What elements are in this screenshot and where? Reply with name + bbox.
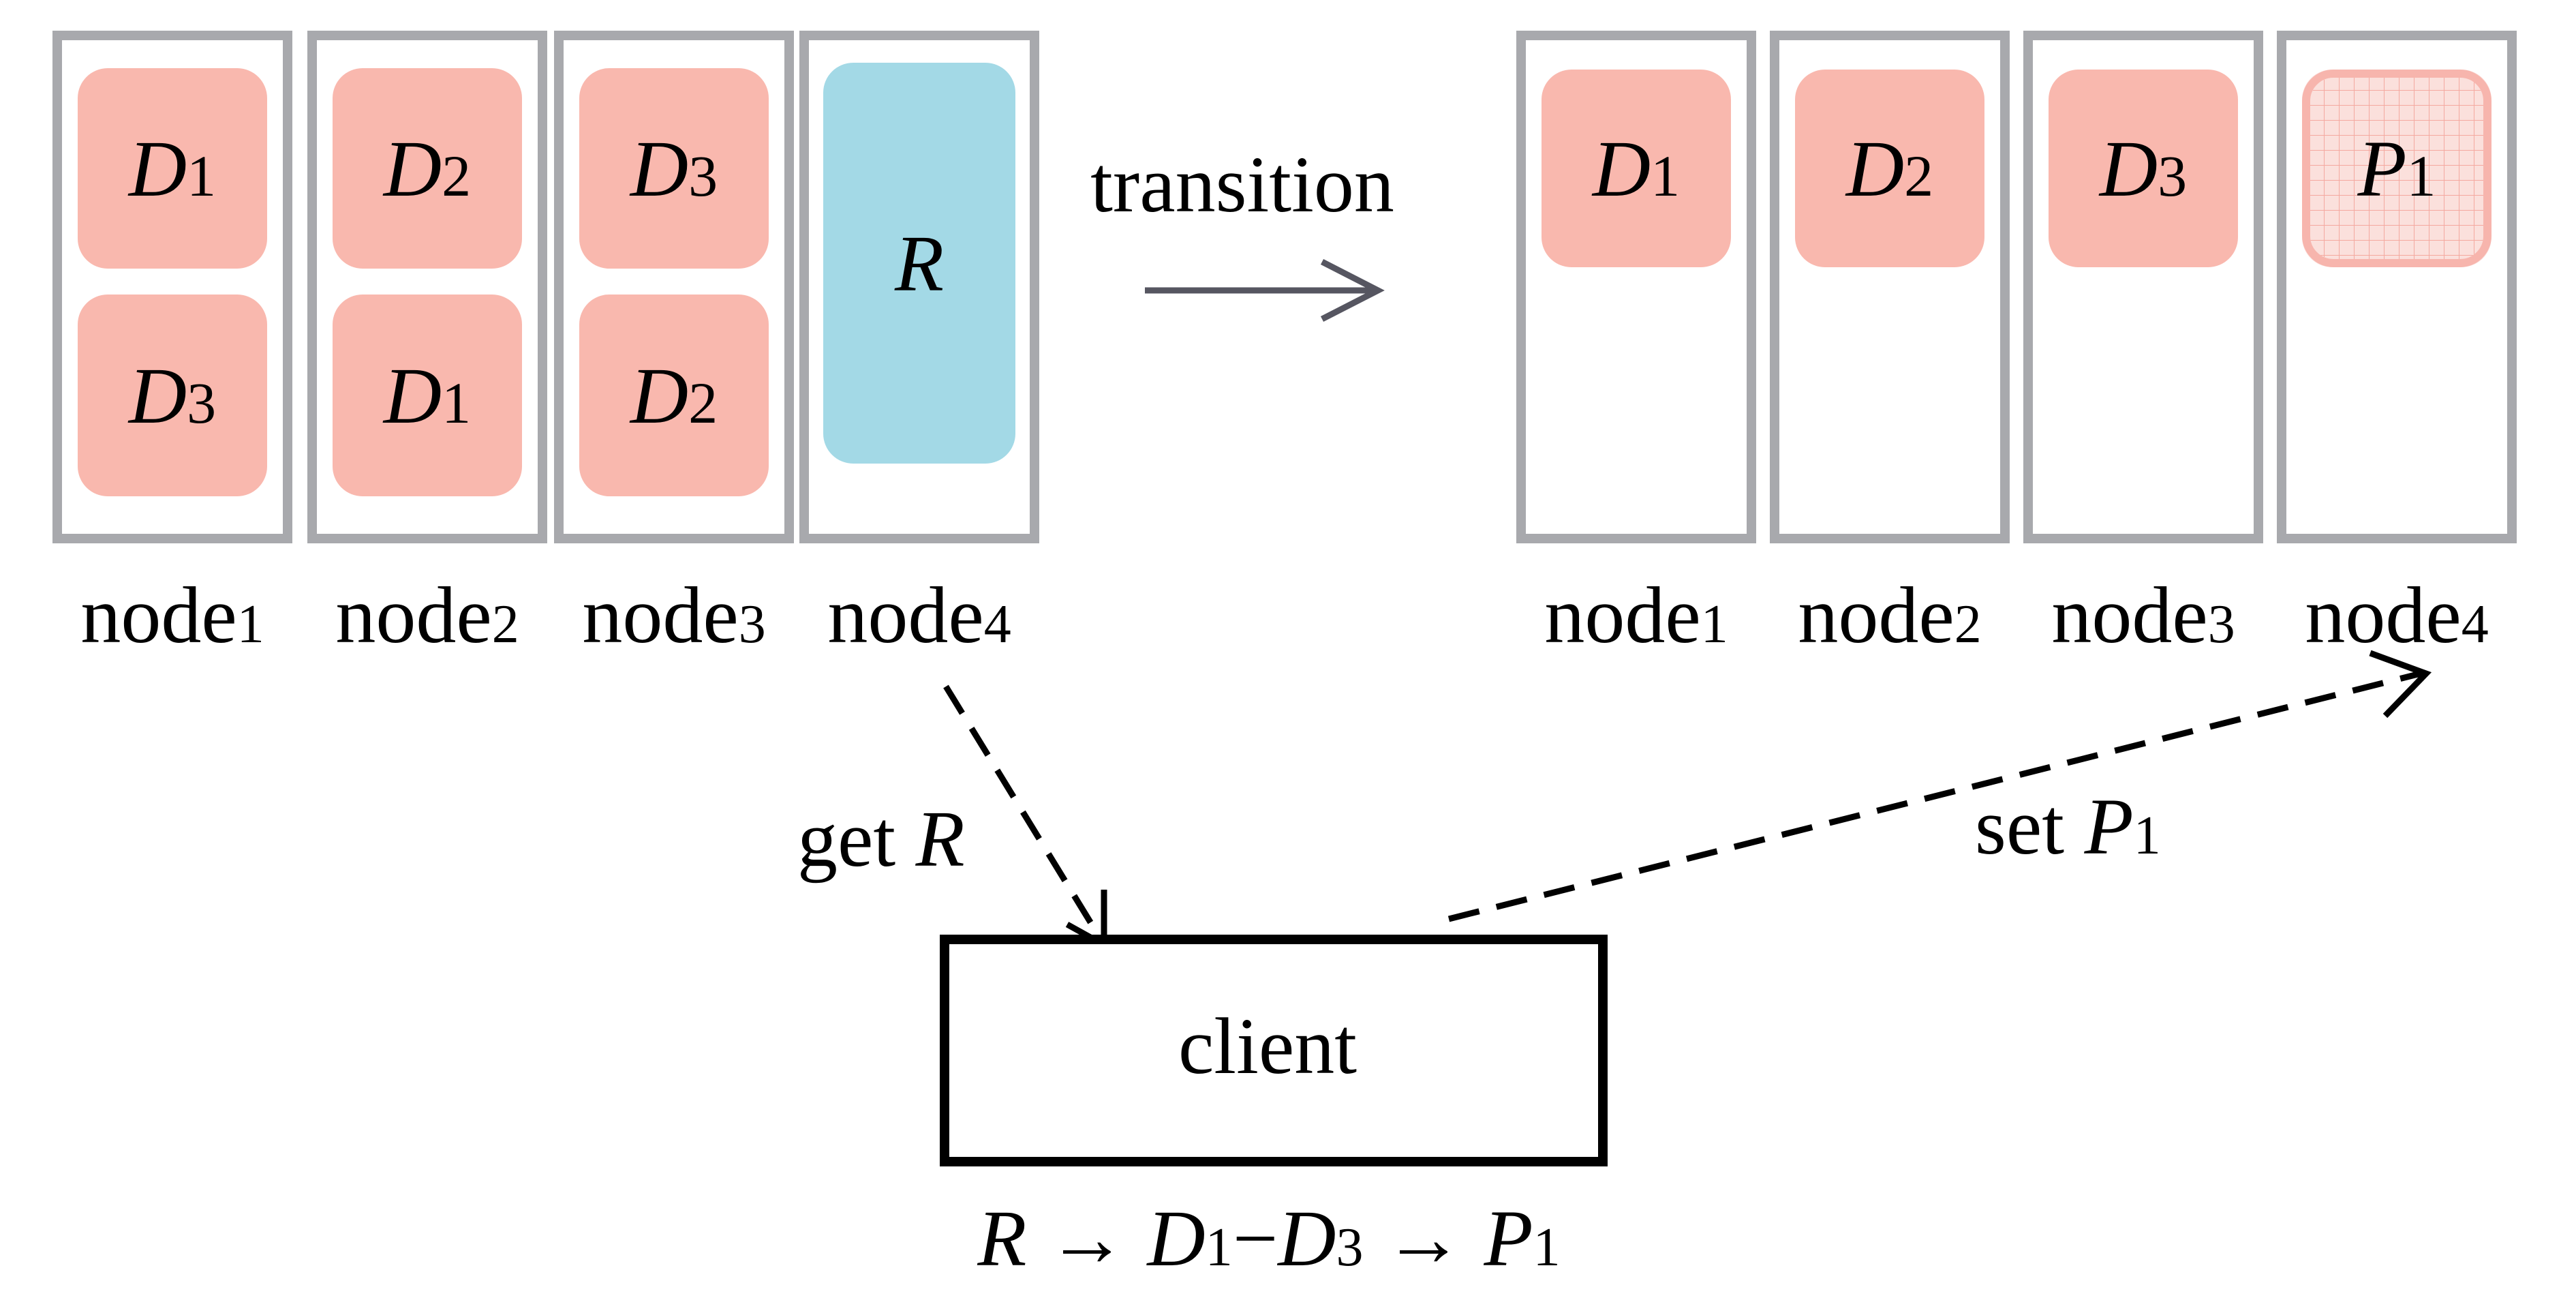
block-label: P1 — [2357, 124, 2436, 213]
data-block: D1 — [78, 68, 267, 269]
block-label: R — [894, 219, 944, 308]
redundancy-block-shape — [823, 63, 1015, 464]
block-label: D3 — [127, 351, 216, 440]
after-state: D1 node1 D2 node2 D3 node3 P1 node4 — [1516, 31, 2517, 660]
transition-arrow: transition — [1090, 140, 1394, 322]
node-label: node4 — [827, 571, 1011, 660]
data-block-shape — [1542, 70, 1731, 267]
data-block-shape — [2049, 70, 2238, 267]
node-label: node4 — [2305, 571, 2488, 660]
data-block: D3 — [2049, 70, 2238, 267]
data-block-shape — [579, 295, 769, 496]
block-label: D1 — [127, 124, 216, 213]
client-label: client — [1178, 1001, 1357, 1091]
data-block: D2 — [1795, 70, 1984, 267]
data-block: D1 — [333, 295, 522, 496]
node-label: node1 — [80, 571, 264, 660]
data-block-shape — [1795, 70, 1984, 267]
data-block: D2 — [333, 68, 522, 269]
node-label: node1 — [1544, 571, 1728, 660]
get-arrow: get R — [797, 684, 1107, 950]
parity-grid — [2310, 78, 2483, 259]
storage-node: P1 node4 — [2277, 31, 2517, 660]
data-block-shape — [333, 295, 522, 496]
set-arrow: set P1 — [1447, 650, 2432, 922]
block-label: D2 — [1845, 124, 1933, 213]
block-label: D1 — [382, 351, 471, 440]
transition-label: transition — [1090, 140, 1394, 229]
node-label: node2 — [335, 571, 519, 660]
node-label: node3 — [582, 571, 765, 660]
get-arrow-label: get R — [797, 794, 965, 884]
block-label: D2 — [382, 124, 471, 213]
data-block: D3 — [579, 68, 769, 269]
node-label: node2 — [1798, 571, 1981, 660]
set-arrow-line — [1447, 670, 2422, 922]
data-block-shape — [78, 295, 267, 496]
data-block: D2 — [579, 295, 769, 496]
data-block: D3 — [78, 295, 267, 496]
client-box — [940, 935, 1608, 1166]
storage-node: D2 node2 — [1770, 31, 2010, 660]
storage-node: D1 node1 — [1516, 31, 1756, 660]
parity-block: P1 — [2302, 70, 2491, 267]
data-block-shape — [333, 68, 522, 269]
parity-border — [2302, 70, 2491, 267]
client-node: client R → D1−D3 → P1 — [940, 935, 1608, 1283]
set-arrow-label: set P1 — [1975, 782, 2161, 871]
node-label: node3 — [2051, 571, 2235, 660]
block-label: D2 — [629, 351, 718, 440]
redundancy-block: R — [823, 63, 1015, 464]
transition-arrow-head — [1320, 258, 1385, 322]
data-block-shape — [78, 68, 267, 269]
storage-node: D3 node3 — [2023, 31, 2263, 660]
data-block: D1 — [1542, 70, 1731, 267]
data-block-shape — [579, 68, 769, 269]
block-label: D1 — [1591, 124, 1680, 213]
get-arrow-line — [943, 684, 1105, 944]
client-caption: R → D1−D3 → P1 — [977, 1194, 1560, 1283]
set-arrow-head — [2369, 650, 2432, 719]
block-label: D3 — [2098, 124, 2187, 213]
block-label: D3 — [629, 124, 718, 213]
